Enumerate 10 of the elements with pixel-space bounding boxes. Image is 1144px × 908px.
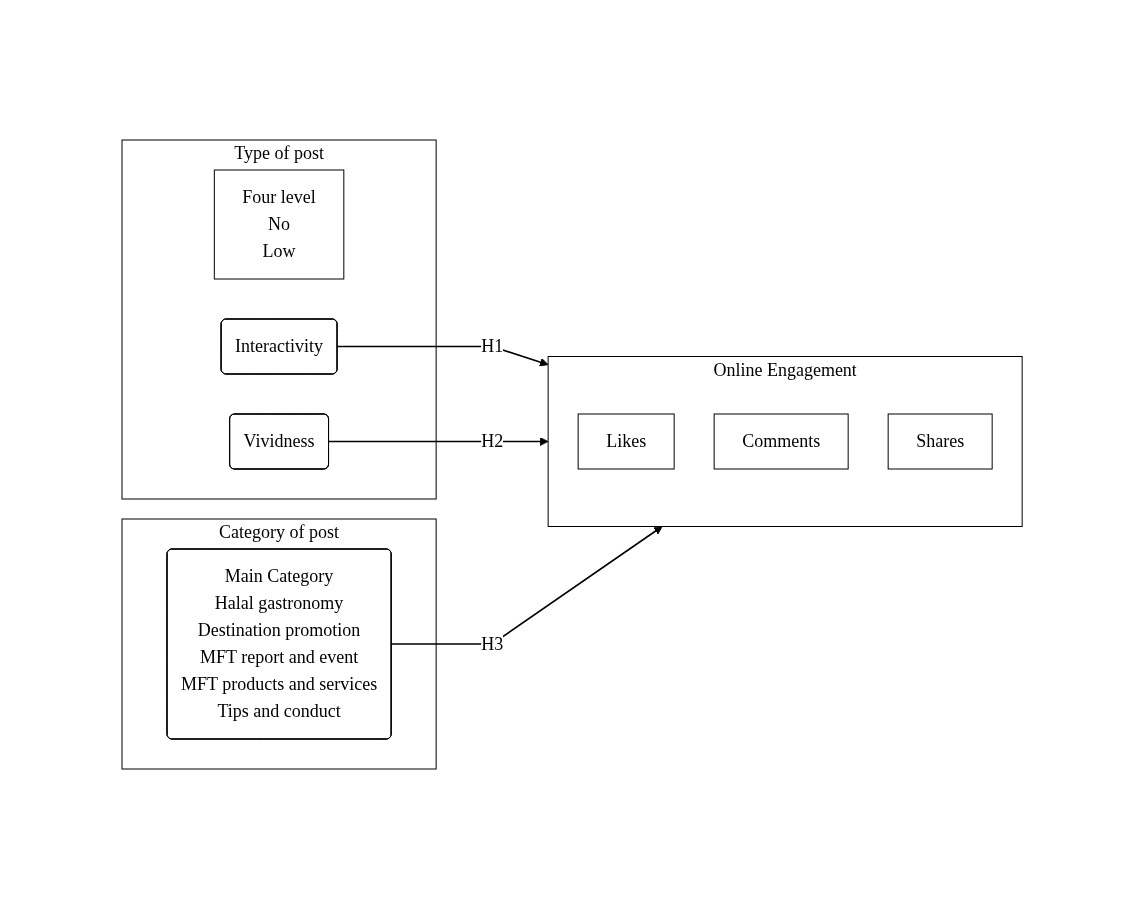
node-box: Likes [577, 413, 675, 469]
edge-label: H1 [481, 335, 504, 356]
edge-label: H3 [481, 633, 504, 653]
edge-label: H2 [481, 430, 504, 451]
arrow [390, 525, 663, 645]
node-box: Shares [887, 413, 993, 469]
arrow [336, 345, 549, 366]
node-box: Comments [713, 413, 849, 469]
arrow [327, 436, 549, 446]
node-box: Four level No Low [213, 169, 345, 279]
